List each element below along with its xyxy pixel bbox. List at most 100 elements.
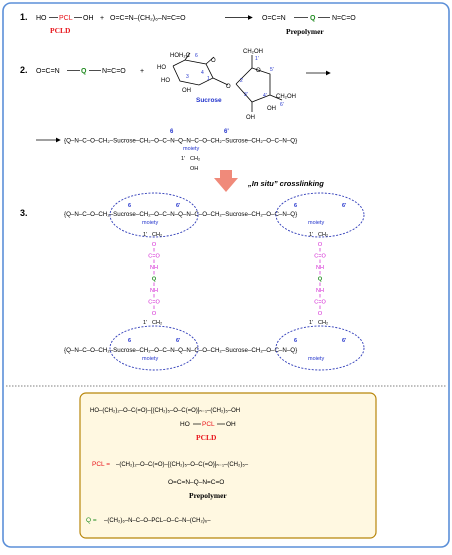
in-situ-label: „In situ” crosslinking (247, 179, 324, 188)
ellipse-top-right (275, 192, 365, 238)
sucrose-label: Sucrose (196, 97, 222, 104)
legend-pcl-def-right: –(CH₂)₂–O–C(=O)–[(CH₂)₅–O–C(=O)]ₙ₋₁–(CH₂… (116, 462, 249, 468)
step2-prepolymer-left: O=C=N (36, 68, 60, 75)
suc-n3: 3 (186, 74, 189, 80)
network-chain-top: {Q–N–C–O–CH₂–Sucrose–CH₂–O–C–N–Q–N–C–O–C… (64, 211, 297, 218)
suc-o-ring1: O (211, 58, 216, 64)
crosslink-atom: O (152, 242, 157, 248)
crosslink-atom: O (318, 311, 323, 317)
suc-n6: 6 (195, 53, 198, 59)
suc-oh-c: OH (246, 115, 255, 121)
legend-pcld-label: PCLD (196, 433, 217, 442)
legend-q-def-left: Q = (86, 517, 97, 524)
net-bot-left-pos6: 6 (128, 338, 131, 344)
prepolymer-q: Q (310, 15, 316, 22)
polymer-pos6p: 6' (224, 129, 229, 135)
suc-n5: 4 (201, 70, 204, 76)
legend-oh: OH (226, 421, 236, 428)
suc-oh-a: OH (182, 88, 191, 94)
step-2-number: 2. (20, 65, 28, 75)
crosslink-atom: NH (150, 288, 158, 294)
pcld-label: PCLD (50, 26, 71, 35)
step2-prepolymer-right: N=C=O (102, 68, 126, 75)
crosslink-atom: O (152, 311, 157, 317)
suc-hoh2c: HOH₂C (170, 53, 191, 59)
crosslink-atom: NH (150, 265, 158, 271)
net-bot-left-moiety: moiety (142, 356, 158, 362)
net-bot-right-pos6p: 6' (342, 338, 347, 344)
polymer-pos6: 6 (170, 129, 174, 135)
net-top-right-pos6: 6 (294, 203, 297, 209)
diisocyanate: O=C=N–(CH₂)₆–N=C=O (110, 15, 186, 22)
polymer-oh: OH (190, 166, 198, 172)
suc-n5p: 5' (270, 67, 274, 73)
suc-ho-a: HO (157, 65, 166, 71)
net-top-right-moiety: moiety (308, 220, 324, 226)
polymer-ch2: CH₂ (190, 156, 200, 162)
polymer-chain: {Q–N–C–O–CH₂–Sucrose–CH₂–O–C–N–Q–N–C–O–C… (64, 138, 297, 145)
suc-o-ring2: O (256, 68, 261, 74)
net-right-bottom-pos1p: 1' (309, 320, 313, 326)
step1-plus: + (100, 15, 104, 22)
suc-o-link: O (226, 84, 231, 90)
legend-ho: HO (180, 421, 190, 428)
prepolymer-label: Prepolymer (286, 27, 324, 36)
net-top-left-pos6: 6 (128, 203, 131, 209)
net-left-ch2: CH₂ (152, 232, 162, 238)
crosslink-atom: C=O (148, 254, 160, 260)
crosslink-atom: Q (318, 277, 323, 283)
net-top-left-pos6p: 6' (176, 203, 181, 209)
crosslink-atom: O (318, 242, 323, 248)
suc-n4p: 4' (263, 93, 267, 99)
net-left-bottom-ch2: CH₂ (152, 320, 162, 326)
ellipse-top-left (109, 192, 199, 238)
crosslink-atom: C=O (148, 300, 160, 306)
suc-n2: 2 (240, 78, 243, 84)
net-right-bottom-ch2: CH₂ (318, 320, 328, 326)
prepolymer-right: N=C=O (332, 15, 356, 22)
net-left-bottom-pos1p: 1' (143, 320, 147, 326)
sucrose-structure (172, 52, 283, 112)
legend-box (79, 392, 377, 539)
suc-n6p: 6' (280, 102, 284, 108)
crosslinking-arrow (214, 170, 238, 192)
prepolymer-left: O=C=N (262, 15, 286, 22)
network-chain-bottom: {Q–N–C–O–CH₂–Sucrose–CH₂–O–C–N–Q–N–C–O–C… (64, 347, 297, 354)
net-bot-right-moiety: moiety (308, 356, 324, 362)
polymer-pos1p: 1' (181, 156, 185, 162)
crosslink-atom: C=O (314, 300, 326, 306)
suc-n1p: 1' (255, 56, 259, 62)
pcld-ho: HO (36, 15, 47, 22)
suc-ch2oh-right: CH₂OH (276, 94, 296, 100)
net-top-left-moiety: moiety (142, 220, 158, 226)
net-top-right-pos6p: 6' (342, 203, 347, 209)
step2-plus: + (140, 68, 144, 75)
legend-pcl: PCL (202, 421, 215, 428)
legend-pcl-def-left: PCL = (92, 461, 110, 468)
suc-oh-b: OH (267, 106, 276, 112)
pcld-oh: OH (83, 15, 94, 22)
crosslink-left: O C=O NH Q NH C=O O (148, 242, 160, 317)
pcld-pcl: PCL (59, 15, 73, 22)
step-3-number: 3. (20, 208, 28, 218)
suc-n3p: 3' (244, 92, 248, 98)
legend-q-def-right: –(CH₂)₆–N–C–O–PCL–O–C–N–(CH₂)₆– (104, 518, 211, 524)
legend-pcld-structure: HO–(CH₂)₂–O–C(=O)–[(CH₂)₅–O–C(=O)]ₙ₋₁–(C… (90, 408, 240, 414)
suc-ho-b: HO (161, 78, 170, 84)
net-right-pos1p: 1' (309, 232, 313, 238)
legend-prepolymer-label: Prepolymer (189, 491, 227, 500)
ellipse-bottom-right (275, 325, 365, 371)
net-bot-right-pos6: 6 (294, 338, 297, 344)
step-1-number: 1. (20, 12, 28, 22)
net-left-pos1p: 1' (143, 232, 147, 238)
crosslink-atom: NH (316, 265, 324, 271)
step2-q: Q (81, 68, 87, 75)
crosslink-atom: NH (316, 288, 324, 294)
crosslink-atom: Q (152, 277, 157, 283)
ellipse-bottom-left (109, 325, 199, 371)
polymer-moiety: moiety (183, 146, 199, 152)
suc-ch2oh-top: CH₂OH (243, 49, 263, 55)
